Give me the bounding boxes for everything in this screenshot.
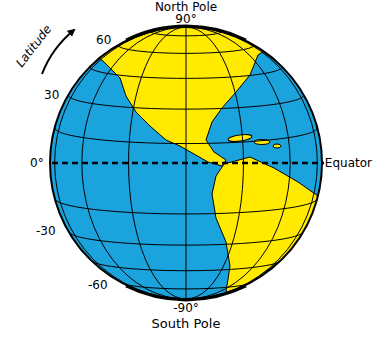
polar-arc <box>126 26 246 40</box>
latitude-value: 0° <box>30 156 44 170</box>
latitude-value: 90° <box>175 12 196 26</box>
latitude-value: -90° <box>173 301 199 315</box>
latitude-value: 60 <box>96 33 111 47</box>
latitude-value: 30 <box>44 88 59 102</box>
latitude-value: -60 <box>88 278 108 292</box>
equator-label: Equator <box>324 156 373 170</box>
equator-line <box>52 162 330 165</box>
polar-arc <box>126 286 246 300</box>
axis-title: Latitude <box>13 22 54 70</box>
latitude-value: -30 <box>36 224 56 238</box>
pole-label: South Pole <box>152 316 221 332</box>
continents <box>80 15 318 300</box>
pole-label: North Pole <box>155 0 217 14</box>
